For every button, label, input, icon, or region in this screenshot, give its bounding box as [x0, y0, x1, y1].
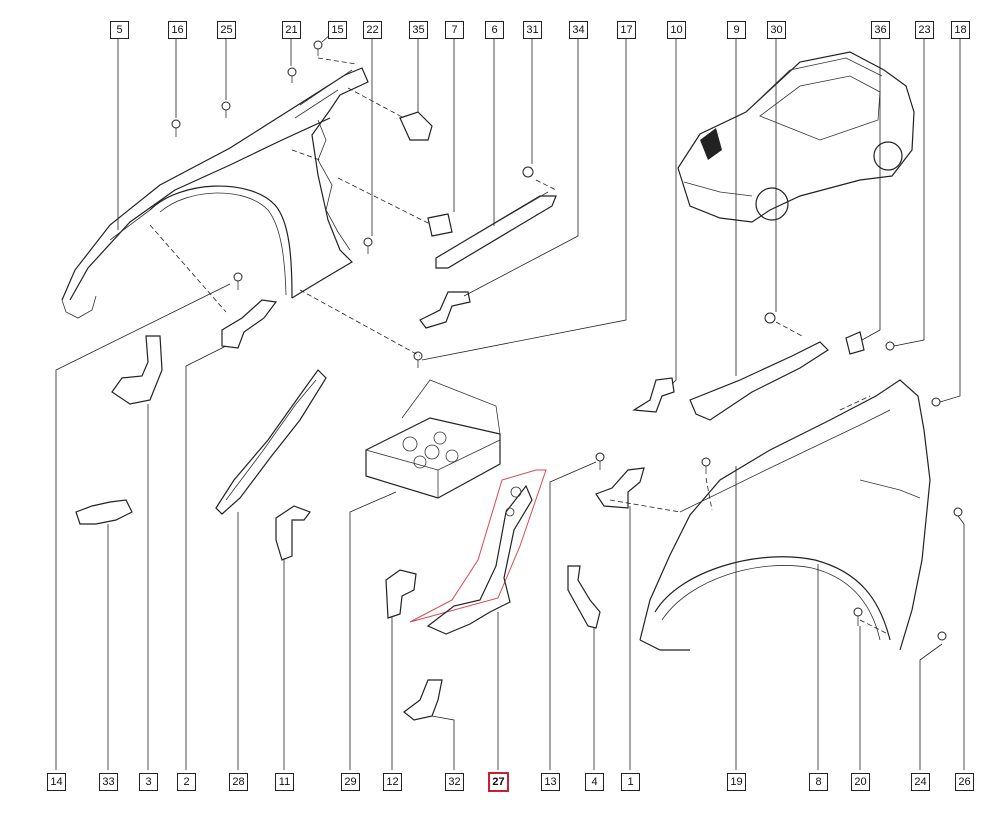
right-fender-drawing: [595, 312, 963, 651]
callout-36: 36: [871, 21, 890, 39]
clip-box: [365, 379, 501, 499]
callout-32: 32: [445, 773, 464, 791]
callout-4: 4: [585, 773, 604, 791]
callout-27-highlighted[interactable]: 27: [488, 772, 509, 792]
upper-brackets: [221, 111, 557, 349]
callout-15: 15: [328, 21, 347, 39]
part-27-bracket: [409, 469, 547, 635]
callout-35: 35: [409, 21, 428, 39]
callout-24: 24: [911, 773, 930, 791]
callout-18: 18: [951, 21, 970, 39]
callout-9: 9: [727, 21, 746, 39]
lower-left-brackets: [75, 335, 601, 721]
callout-14: 14: [47, 773, 66, 791]
callout-22: 22: [363, 21, 382, 39]
callout-30: 30: [767, 21, 786, 39]
callout-23: 23: [915, 21, 934, 39]
assembly-guides-left: [149, 57, 557, 357]
callout-3: 3: [139, 773, 158, 791]
callout-26: 26: [955, 773, 974, 791]
callout-29: 29: [341, 773, 360, 791]
callout-31: 31: [523, 21, 542, 39]
callout-12: 12: [383, 773, 402, 791]
callout-21: 21: [282, 21, 301, 39]
callout-19: 19: [727, 773, 746, 791]
callout-2: 2: [177, 773, 196, 791]
callout-20: 20: [851, 773, 870, 791]
callout-1: 1: [621, 773, 640, 791]
callout-8: 8: [809, 773, 828, 791]
callout-5: 5: [110, 21, 129, 39]
leader-lines: [55, 33, 965, 770]
callout-34: 34: [569, 21, 588, 39]
car-silhouette: [677, 51, 915, 223]
callout-11: 11: [275, 773, 294, 791]
callout-25: 25: [217, 21, 236, 39]
callout-16: 16: [168, 21, 187, 39]
callout-17: 17: [617, 21, 636, 39]
left-fender-drawing: [61, 67, 369, 319]
callout-13: 13: [541, 773, 560, 791]
callout-28: 28: [229, 773, 248, 791]
callout-6: 6: [485, 21, 504, 39]
callout-7: 7: [445, 21, 464, 39]
callout-10: 10: [667, 21, 686, 39]
callout-33: 33: [99, 773, 118, 791]
assembly-guides-right: [609, 321, 889, 635]
